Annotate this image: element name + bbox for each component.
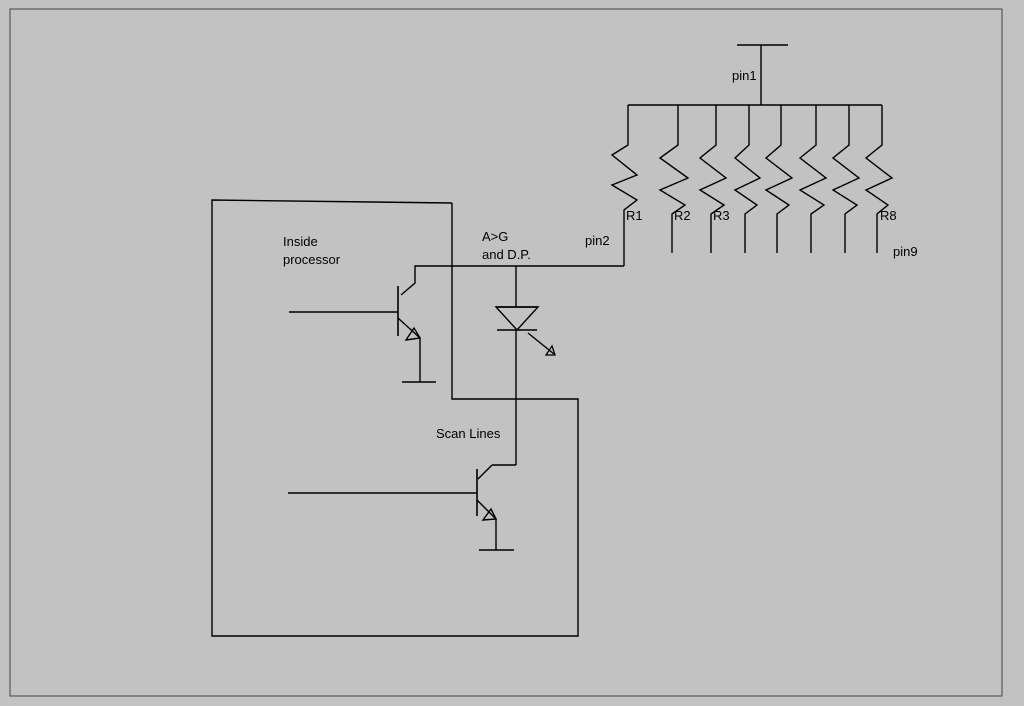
resistor-r6 — [798, 105, 828, 253]
led — [494, 266, 556, 465]
emitter-lead — [476, 499, 497, 520]
processor-label-line2: processor — [283, 252, 341, 267]
segment-line — [400, 265, 624, 296]
resistor-r1 — [610, 105, 639, 266]
processor-boundary — [211, 199, 579, 637]
segments-label-line1: A>G — [482, 229, 508, 244]
resistor-r7 — [831, 105, 861, 253]
r8-label: R8 — [880, 208, 897, 223]
r3-label: R3 — [713, 208, 730, 223]
light-emission-arrow — [544, 344, 556, 356]
emitter-arrow — [404, 326, 422, 341]
resistor-r3 — [698, 105, 728, 253]
processor-label-line1: Inside — [283, 234, 318, 249]
outer-frame — [9, 8, 1003, 697]
pin2-label: pin2 — [585, 233, 610, 248]
segment-driver-transistor — [289, 286, 436, 383]
segments-label-line2: and D.P. — [482, 247, 531, 262]
r1-label: R1 — [626, 208, 643, 223]
resistor-r8 — [864, 105, 894, 253]
resistor-network — [610, 44, 894, 266]
r2-label: R2 — [674, 208, 691, 223]
resistor-r4 — [733, 105, 762, 253]
light-emission-line — [527, 332, 555, 355]
pin1-label: pin1 — [732, 68, 757, 83]
emitter-arrow — [481, 507, 498, 521]
resistor-r5 — [764, 105, 794, 253]
collector-lead — [477, 464, 493, 480]
led-triangle — [494, 306, 540, 332]
resistor-r2 — [658, 105, 690, 253]
scan-lines-label: Scan Lines — [436, 426, 501, 441]
emitter-lead — [397, 317, 421, 339]
pin9-label: pin9 — [893, 244, 918, 259]
scan-line-transistor — [288, 464, 516, 551]
